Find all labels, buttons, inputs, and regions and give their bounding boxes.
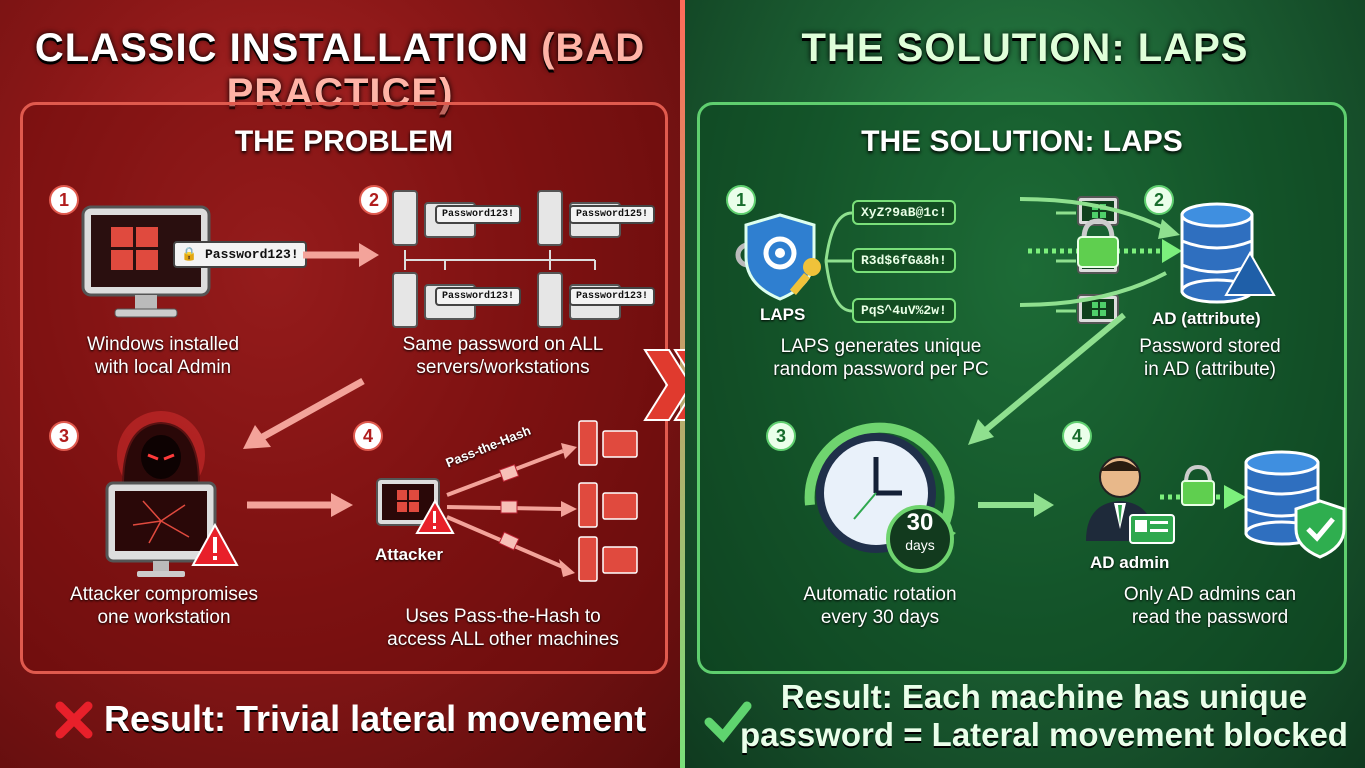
solution-step-3-caption-line-2: every 30 days xyxy=(820,607,940,628)
arrow-3-to-4 xyxy=(247,493,353,517)
step-4-caption: Uses Pass-the-Hash to access ALL other m… xyxy=(363,605,643,651)
target-server-icon xyxy=(578,420,638,582)
server-password-3: Password123! xyxy=(435,287,522,306)
step-3-caption-line-2: one workstation xyxy=(97,607,231,628)
rotation-days-label: days xyxy=(905,537,935,553)
laps-password-1: XyZ?9aB@1c! xyxy=(852,200,956,225)
problem-panel-title: THE PROBLEM xyxy=(234,125,454,158)
laps-password-3: PqS^4uV%2w! xyxy=(852,298,956,323)
arrow-2-to-3-solution xyxy=(968,312,1126,445)
step-3-caption: Attacker compromises one workstation xyxy=(49,583,279,629)
step-3-badge: 3 xyxy=(49,421,79,451)
server-password-2: Password125! xyxy=(569,205,656,224)
step-4-caption-line-1: Uses Pass-the-Hash to xyxy=(405,606,601,627)
ad-attribute-label: AD (attribute) xyxy=(1152,309,1261,328)
right-result-line-2: password = Lateral movement blocked xyxy=(740,716,1348,753)
lateral-movement-arrows xyxy=(446,420,638,582)
cross-icon xyxy=(55,701,93,739)
solution-panel-title: THE SOLUTION: LAPS xyxy=(861,125,1183,158)
hacker-icon xyxy=(105,411,217,577)
problem-panel: THE PROBLEM 1 🔒 Password123! Windows ins… xyxy=(20,102,668,674)
right-result: Result: Each machine has unique password… xyxy=(739,678,1349,754)
arrow-3-to-4-solution xyxy=(978,493,1054,517)
step-2-badge: 2 xyxy=(359,185,389,215)
store-to-ad-arrows xyxy=(1019,197,1182,307)
step-4-badge: 4 xyxy=(353,421,383,451)
step-2-caption: Same password on ALL servers/workstation… xyxy=(373,333,633,379)
step-3-caption-line-1: Attacker compromises xyxy=(70,584,258,605)
attacker-monitor-icon xyxy=(376,478,455,534)
step-1-caption-line-2: with local Admin xyxy=(94,357,232,378)
solution-step-4-caption: Only AD admins can read the password xyxy=(1100,583,1320,629)
solution-step-1-caption: LAPS generates unique random password pe… xyxy=(756,335,1006,381)
left-title-tag: (BAD PRACTICE) xyxy=(226,26,646,115)
ad-admin-label: AD admin xyxy=(1090,553,1170,572)
solution-panel: THE SOLUTION: LAPS 1 LAPS xyxy=(697,102,1347,674)
right-title: THE SOLUTION: LAPS xyxy=(801,26,1249,70)
solution-step-2-badge: 2 xyxy=(1144,185,1174,215)
solution-step-1-caption-line-1: LAPS generates unique xyxy=(780,336,982,357)
step-1-badge: 1 xyxy=(49,185,79,215)
rotation-days-number: 30 xyxy=(906,509,934,536)
solution-step-3-caption-line-1: Automatic rotation xyxy=(803,584,957,605)
step-1-caption: Windows installed with local Admin xyxy=(63,333,263,379)
laps-password-2: R3d$6fG&8h! xyxy=(852,248,956,273)
padlock-icon xyxy=(1077,218,1119,268)
solution-step-3-badge: 3 xyxy=(766,421,796,451)
server-password-4: Password123! xyxy=(569,287,656,306)
solution-step-4-caption-line-1: Only AD admins can xyxy=(1123,584,1297,605)
database-icon xyxy=(1244,450,1346,559)
check-shield-icon xyxy=(1294,499,1346,559)
step-2-caption-line-1: Same password on ALL xyxy=(402,334,604,355)
solution-step-4-badge: 4 xyxy=(1062,421,1092,451)
solution-step-2-caption-line-2: in AD (attribute) xyxy=(1144,359,1276,380)
step-1-password: Password123! xyxy=(205,247,299,262)
solution-step-1-badge: 1 xyxy=(726,185,756,215)
solution-half: THE SOLUTION: LAPS THE SOLUTION: LAPS 1 … xyxy=(685,0,1365,768)
left-title-main: CLASSIC INSTALLATION xyxy=(34,26,529,70)
arrow-2-to-3 xyxy=(243,377,365,449)
admin-access-arrow xyxy=(1160,464,1246,509)
step-1-caption-line-1: Windows installed xyxy=(86,334,240,355)
left-title: CLASSIC INSTALLATION (BAD PRACTICE) xyxy=(0,26,680,116)
solution-step-2-caption-line-1: Password stored xyxy=(1139,336,1281,357)
step-1-password-tag: 🔒 Password123! xyxy=(173,241,307,268)
cracked-monitor-icon xyxy=(105,481,217,577)
laps-label: LAPS xyxy=(760,305,806,324)
database-icon xyxy=(1180,202,1276,304)
admin-person-icon xyxy=(1086,456,1175,544)
laps-shield-gear-key-icon xyxy=(735,213,821,301)
solution-step-2-caption: Password stored in AD (attribute) xyxy=(1100,335,1320,381)
arrow-1-to-2 xyxy=(303,243,379,267)
step-2-caption-line-2: servers/workstations xyxy=(416,357,590,378)
right-result-line-1: Result: Each machine has unique xyxy=(780,678,1308,715)
solution-step-3-caption: Automatic rotation every 30 days xyxy=(780,583,980,629)
warning-icon xyxy=(191,522,239,566)
clock-icon xyxy=(804,422,956,573)
bad-practice-half: CLASSIC INSTALLATION (BAD PRACTICE) THE … xyxy=(0,0,680,768)
server-password-1: Password123! xyxy=(435,205,522,224)
solution-step-4-caption-line-2: read the password xyxy=(1131,607,1289,628)
left-result: Result: Trivial lateral movement xyxy=(104,698,647,739)
step-4-caption-line-2: access ALL other machines xyxy=(387,629,619,650)
solution-step-1-caption-line-2: random password per PC xyxy=(773,359,989,380)
attacker-label: Attacker xyxy=(375,545,444,564)
padlock-icon: 🔒 xyxy=(181,247,198,262)
check-icon xyxy=(704,701,752,743)
